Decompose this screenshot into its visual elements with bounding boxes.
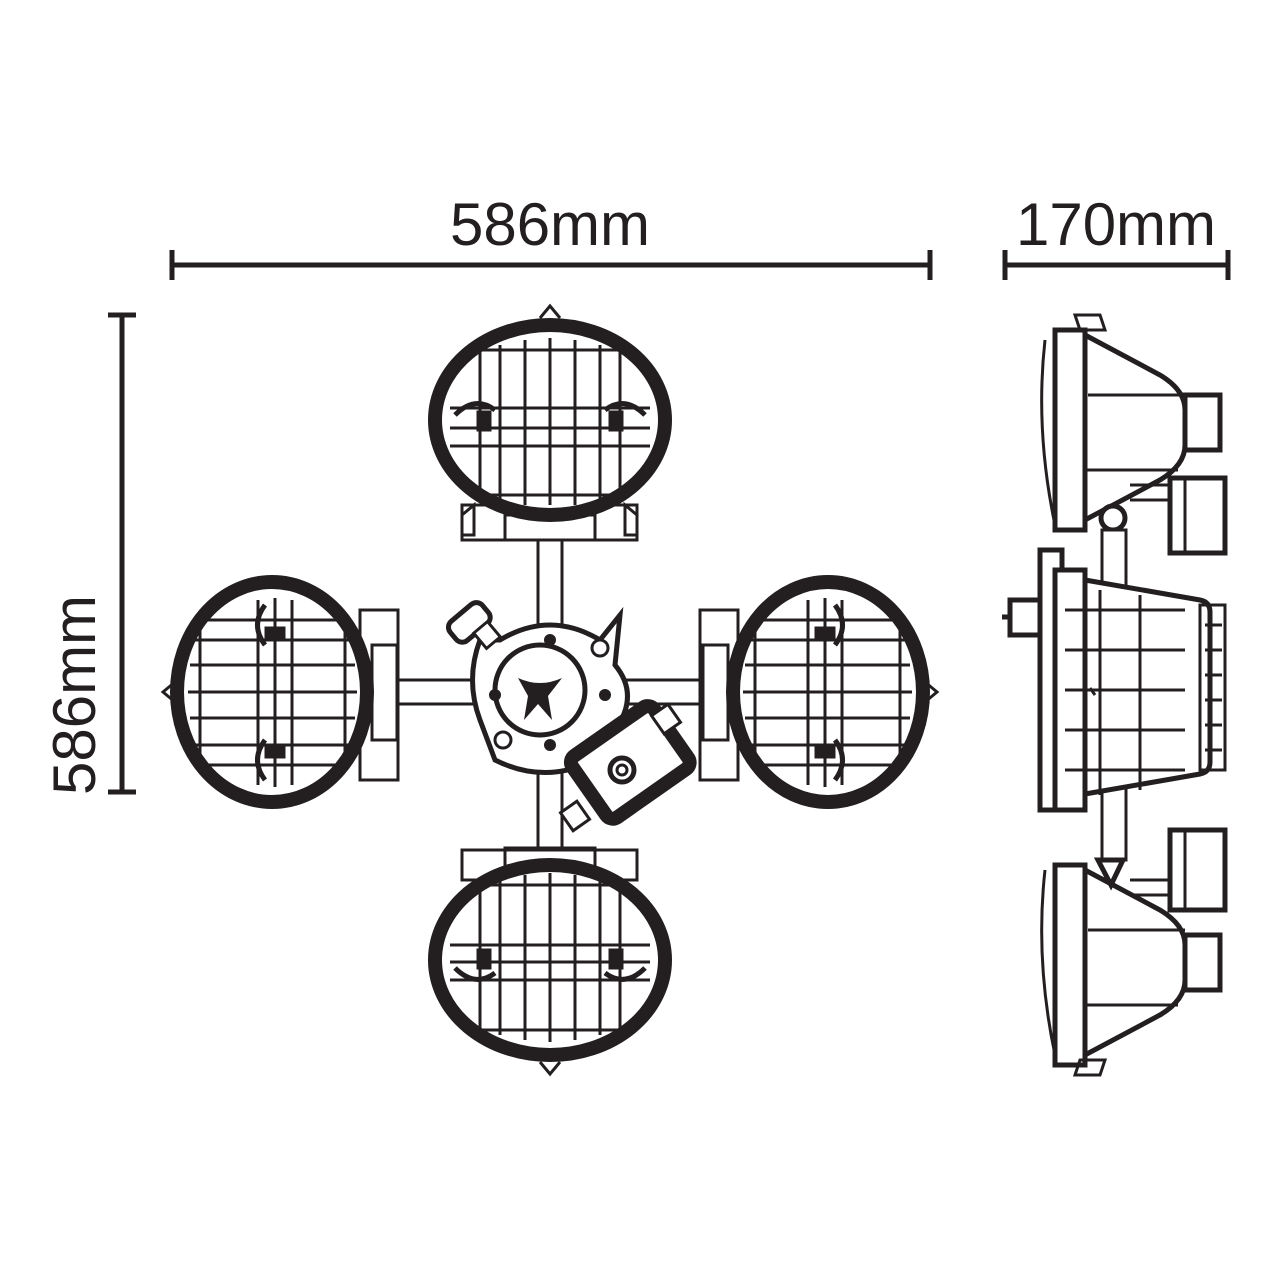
width-dimension: 586mm	[169, 191, 933, 280]
depth-label: 170mm	[1016, 191, 1216, 258]
side-bottom-lamp	[1040, 827, 1228, 1077]
knob	[445, 600, 503, 651]
junction-box	[558, 699, 697, 833]
width-label: 586mm	[450, 191, 650, 258]
right-lamp	[698, 575, 940, 809]
left-lamp	[160, 575, 400, 809]
height-dimension: 586mm	[41, 312, 136, 795]
front-view	[160, 303, 940, 1077]
height-label: 586mm	[41, 595, 108, 795]
top-lamp	[428, 303, 672, 542]
depth-dimension: 170mm	[1002, 191, 1231, 280]
side-top-lamp	[1040, 313, 1228, 556]
bottom-lamp	[428, 846, 672, 1077]
side-view	[1002, 313, 1228, 1077]
side-center-lamp	[1002, 528, 1227, 862]
